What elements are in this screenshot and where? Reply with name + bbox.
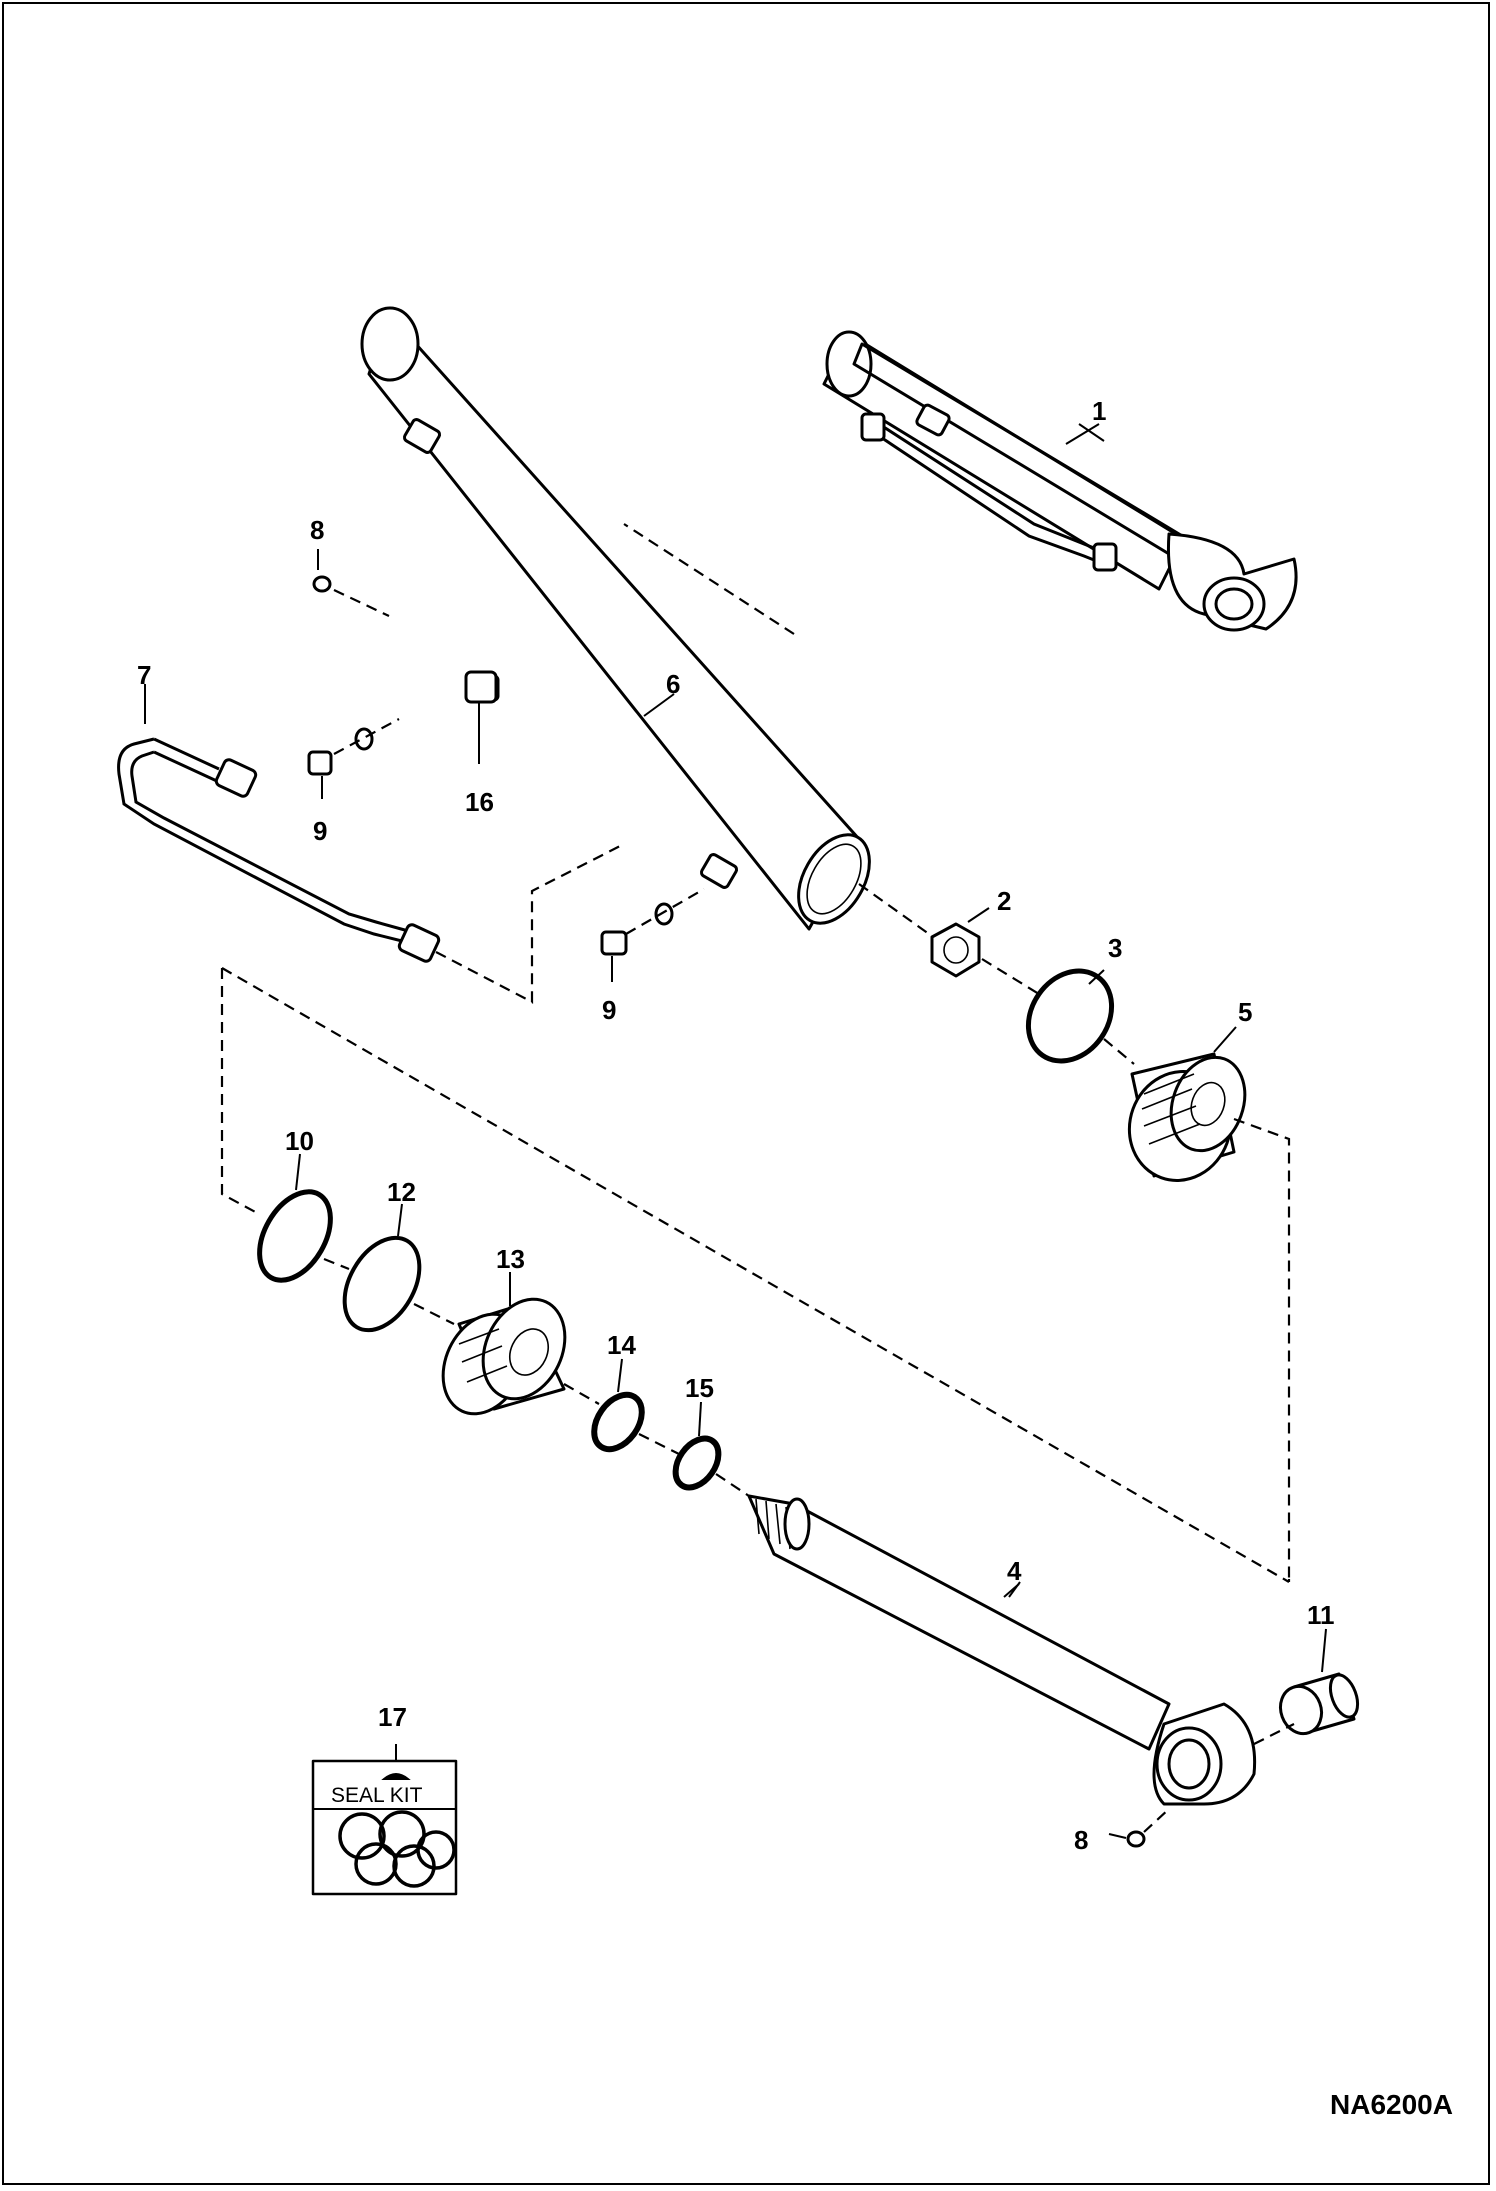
- callout-3: 3: [1108, 933, 1122, 963]
- nut-part-2: [930, 922, 981, 978]
- callout-12: 12: [387, 1177, 416, 1207]
- tube-part-7: [117, 737, 441, 963]
- seal-kit-label: SEAL KIT: [331, 1784, 423, 1807]
- callout-8-lower: 8: [1074, 1825, 1088, 1855]
- o-ring-part-3: [1025, 968, 1115, 1064]
- callout-16: 16: [465, 787, 494, 817]
- callout-labels: 1 2 3 4 5 6 7 8 8 9 9 10 11 12 13 14 15 …: [137, 396, 1335, 1855]
- callout-1: 1: [1092, 396, 1106, 426]
- piston-part-5: [1127, 1052, 1247, 1182]
- callout-4: 4: [1007, 1556, 1022, 1586]
- callout-2: 2: [997, 886, 1011, 916]
- callout-9-lower: 9: [602, 995, 616, 1025]
- backup-ring-part-12: [342, 1235, 422, 1333]
- callout-9-upper: 9: [313, 816, 327, 846]
- drawing-code: NA6200A: [1330, 2089, 1453, 2120]
- leader-lines: [144, 423, 1327, 1839]
- plug-part-16: [464, 670, 498, 764]
- barrel-part-6: [360, 306, 871, 931]
- plug-part-9-lower: [600, 888, 705, 982]
- callout-6: 6: [666, 669, 680, 699]
- callout-8-upper: 8: [310, 515, 324, 545]
- callout-17: 17: [378, 1702, 407, 1732]
- callout-13: 13: [496, 1244, 525, 1274]
- callout-7: 7: [137, 660, 151, 690]
- plug-part-9-upper: [307, 718, 400, 799]
- seal-kit-part-17: [311, 1744, 458, 1896]
- grease-fitting-part-8-upper: [312, 575, 390, 617]
- exploded-parts-drawing: 1 2 3 4 5 6 7 8 8 9 9 10 11 12 13 14 15 …: [117, 306, 1453, 2120]
- callout-11: 11: [1307, 1600, 1335, 1630]
- head-part-13: [441, 1297, 567, 1416]
- bushing-part-11: [1278, 1672, 1360, 1736]
- rod-part-4: [747, 1494, 1257, 1806]
- assembly-lines: [220, 523, 1295, 1745]
- callout-15: 15: [685, 1373, 714, 1403]
- callout-14: 14: [607, 1330, 636, 1360]
- rod-seal-part-15: [672, 1435, 722, 1491]
- o-ring-part-10: [257, 1189, 333, 1283]
- callout-10: 10: [285, 1126, 314, 1156]
- wiper-part-14: [591, 1391, 645, 1453]
- cylinder-assembly-part-1: [822, 330, 1298, 632]
- callout-5: 5: [1238, 997, 1252, 1027]
- grease-fitting-part-8-lower: [1126, 1808, 1170, 1848]
